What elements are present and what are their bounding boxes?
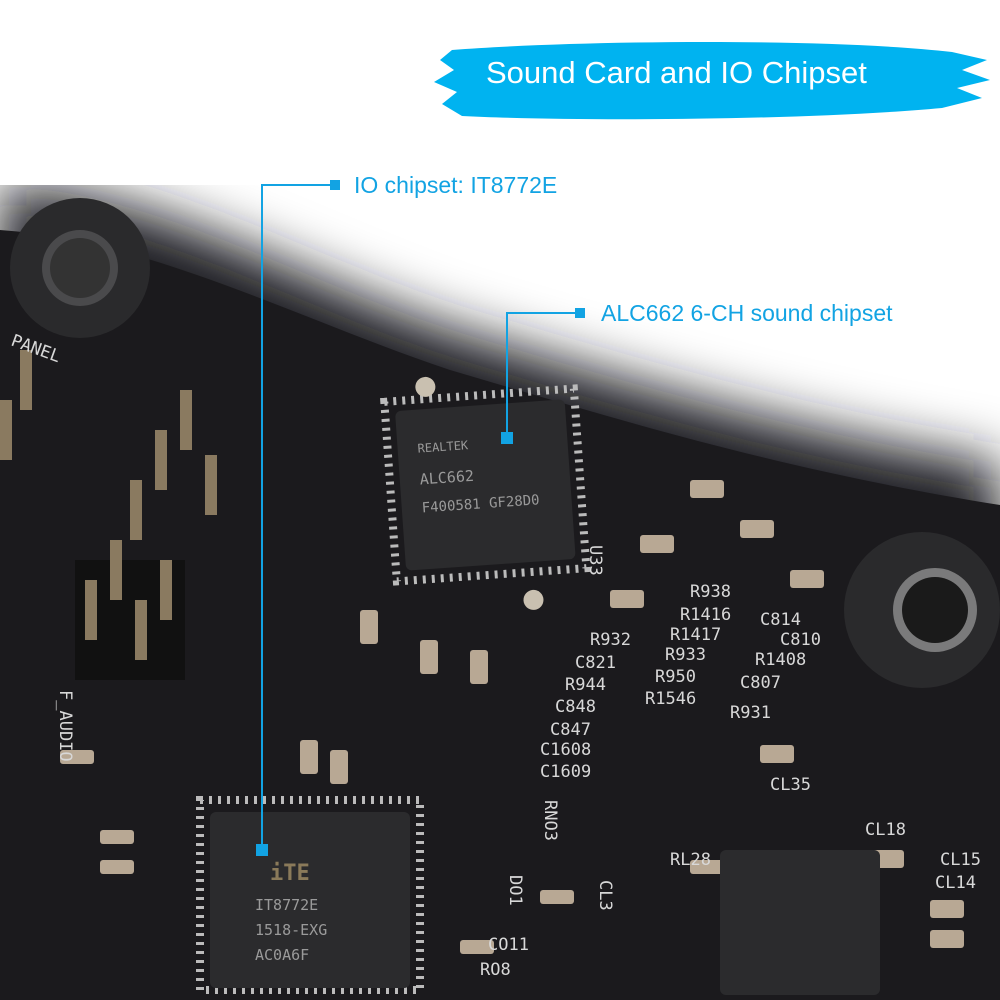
silk-label: CL15: [940, 850, 981, 870]
sound-chip-alc662: REALTEK ALC662 F400581 GF28D0: [380, 376, 591, 610]
sound-chip-brand: REALTEK: [417, 438, 469, 456]
silk-label: R944: [565, 675, 606, 695]
callout-sound-label: ALC662 6-CH sound chipset: [601, 300, 893, 326]
callout-io: [256, 180, 340, 856]
title-banner: [434, 42, 990, 120]
io-chip-code2: AC0A6F: [255, 946, 309, 964]
silk-label: CL14: [935, 873, 976, 893]
silk-label: CL3: [595, 880, 615, 911]
callout-io-marker-start: [330, 180, 340, 190]
callout-sound-marker-start: [575, 308, 585, 318]
silk-label: C1608: [540, 740, 591, 760]
silkscreen-labels: PANEL F_AUDIO U33 R938 R1416 C814 R932 C…: [8, 331, 981, 980]
silk-label: R933: [665, 645, 706, 665]
silk-label: C807: [740, 673, 781, 693]
silk-label: R1408: [755, 650, 806, 670]
callout-sound-marker-end: [501, 432, 513, 444]
silk-label: CL35: [770, 775, 811, 795]
silk-label: RNO3: [540, 800, 560, 841]
io-chip-model: IT8772E: [255, 896, 318, 914]
silk-label: C814: [760, 610, 801, 630]
io-chip-code: 1518-EXG: [255, 921, 327, 939]
smd-components: [60, 480, 964, 954]
chip-right: [720, 850, 880, 995]
page-title: Sound Card and IO Chipset: [486, 55, 867, 90]
connector-pad-left: [10, 198, 150, 338]
connector-pad-right: [844, 532, 1000, 688]
silk-label: RO8: [480, 960, 511, 980]
silk-label: CL18: [865, 820, 906, 840]
silk-label: C810: [780, 630, 821, 650]
pin-header: [0, 350, 217, 680]
silk-label: C1609: [540, 762, 591, 782]
silk-label: R1546: [645, 689, 696, 709]
silk-label: R1416: [680, 605, 731, 625]
callout-sound: [501, 308, 585, 444]
silk-label: R950: [655, 667, 696, 687]
silk-label: R932: [590, 630, 631, 650]
silk-u33: U33: [585, 545, 605, 576]
silk-faudio: F_AUDIO: [55, 690, 75, 762]
silk-label: C847: [550, 720, 591, 740]
silk-label: R931: [730, 703, 771, 723]
silk-label: R938: [690, 582, 731, 602]
silk-label: CO11: [488, 935, 529, 955]
silk-label: R1417: [670, 625, 721, 645]
sound-chip-model: ALC662: [419, 467, 474, 489]
silk-label: DO1: [505, 875, 525, 906]
callout-io-marker-end: [256, 844, 268, 856]
silk-label: C821: [575, 653, 616, 673]
callout-io-label: IO chipset: IT8772E: [354, 172, 558, 198]
silk-label: C848: [555, 697, 596, 717]
io-chip-brand: iTE: [270, 861, 310, 886]
io-chip-it8772e: iTE IT8772E 1518-EXG AC0A6F: [196, 796, 424, 994]
silk-label: RL28: [670, 850, 711, 870]
